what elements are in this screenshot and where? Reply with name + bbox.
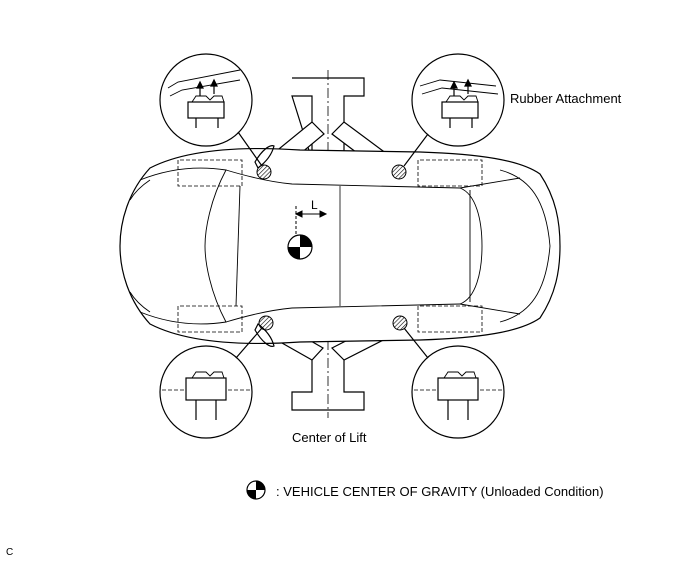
callout-bottom-right: [403, 327, 505, 439]
lift-pad-front-left: [256, 164, 272, 180]
lift-pad-rear-right: [392, 315, 408, 331]
cog-symbol-icon: [287, 234, 313, 260]
figure-code-label: C: [6, 547, 14, 558]
lift-pads: [256, 164, 408, 331]
legend-cog-icon: [246, 480, 266, 500]
dimension-l-arrow: [294, 206, 328, 240]
center-of-lift-label: Center of Lift: [292, 430, 367, 445]
lift-pad-rear-left: [391, 164, 407, 180]
callout-top-left: [159, 53, 263, 167]
rubber-attachment-label: Rubber Attachment: [510, 91, 622, 106]
vehicle-body: [119, 145, 561, 347]
cog-legend-label: : VEHICLE CENTER OF GRAVITY (Unloaded Co…: [276, 484, 604, 499]
callout-top-right: [403, 53, 505, 167]
lift-pad-front-right: [258, 315, 274, 331]
callout-bottom-left: [159, 327, 263, 439]
dimension-l-label: L: [311, 198, 318, 212]
